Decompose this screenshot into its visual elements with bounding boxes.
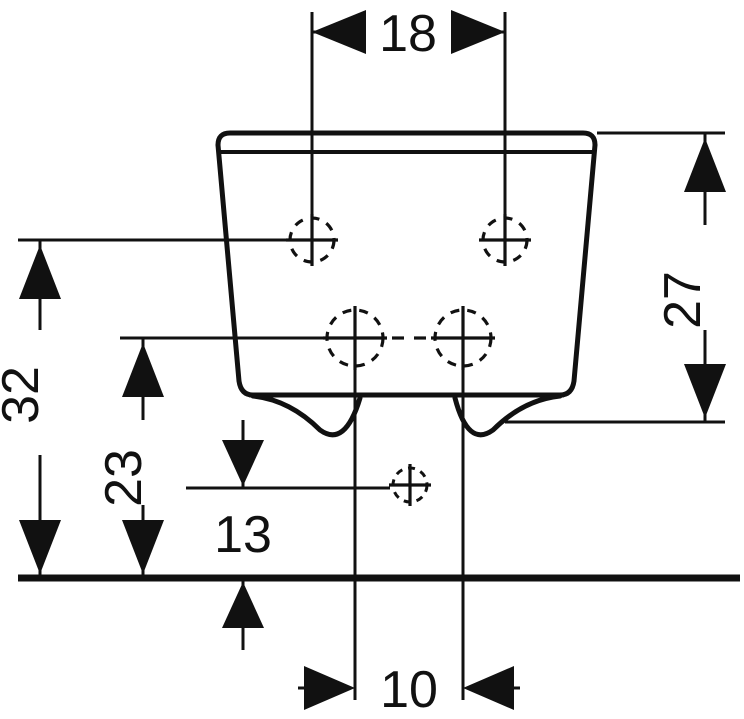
- arrow-head-27-bottom: [684, 364, 726, 418]
- arrow-head-10-left: [304, 666, 355, 710]
- fixing-hole-upper-right: [479, 214, 531, 266]
- arrow-head-32-bottom: [19, 520, 61, 574]
- arrow-head-18-left: [312, 10, 366, 54]
- arrow-head-27-top: [684, 138, 726, 192]
- arrow-head-13-top: [222, 440, 264, 486]
- dimension-label-32: 32: [0, 366, 50, 424]
- dimension-10-group: 10: [298, 661, 520, 719]
- body-right-side: [557, 142, 598, 398]
- body-skirt-right: [452, 393, 563, 438]
- dimension-label-13: 13: [214, 506, 272, 564]
- dimension-label-18: 18: [379, 5, 437, 63]
- dimension-27-group: 27: [505, 131, 726, 424]
- dimension-label-23: 23: [95, 449, 153, 507]
- arrow-head-23-top: [122, 343, 164, 397]
- dimension-23-group: 23: [95, 336, 330, 578]
- dimension-label-27: 27: [654, 271, 712, 329]
- body-left-side: [215, 142, 256, 398]
- arrow-head-10-right: [463, 666, 514, 710]
- body-skirt-left: [250, 393, 363, 438]
- arrow-head-18-right: [451, 10, 505, 54]
- arrow-head-23-bottom: [122, 520, 164, 574]
- toilet-body-outline: [215, 130, 598, 438]
- dimension-13-group: 13: [186, 420, 390, 650]
- fixing-hole-upper-left: [286, 214, 338, 266]
- dimension-18-group: 18: [310, 5, 507, 218]
- dimension-32-group: 32: [0, 238, 290, 578]
- arrow-head-32-top: [19, 245, 61, 299]
- center-hole-bottom: [389, 464, 431, 506]
- arrow-head-13-bottom: [222, 582, 264, 628]
- outlet-hole-lower-right: [414, 306, 495, 370]
- body-top-edge: [215, 130, 598, 148]
- dimension-label-10: 10: [380, 661, 438, 719]
- outlet-hole-lower-left: [323, 306, 404, 370]
